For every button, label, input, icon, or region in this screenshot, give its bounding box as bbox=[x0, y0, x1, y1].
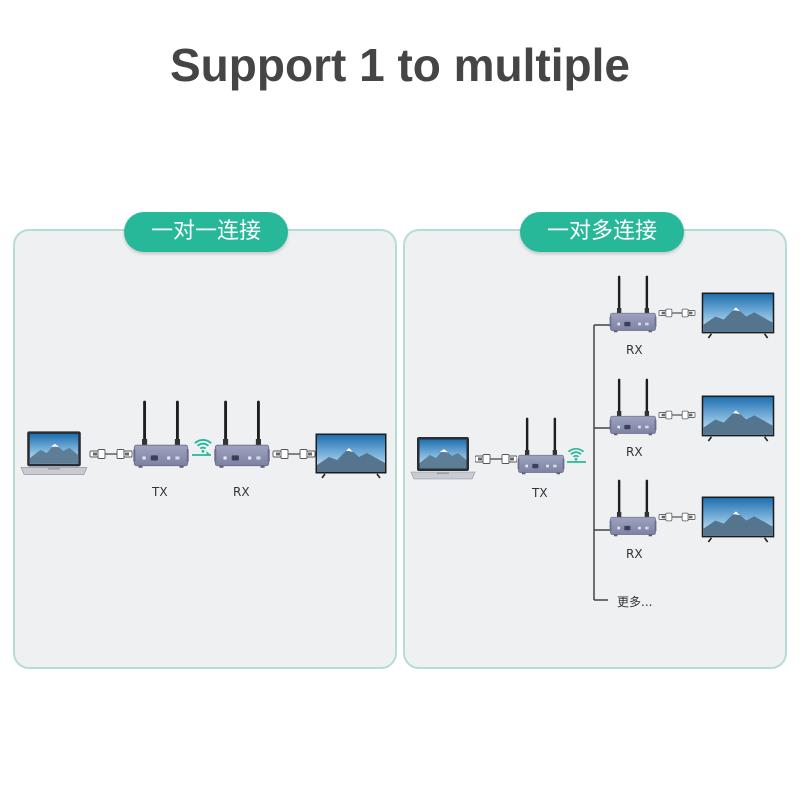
laptop-source bbox=[410, 436, 476, 480]
rx-receiver-device bbox=[608, 378, 775, 442]
wifi-signal-icon bbox=[192, 439, 213, 456]
laptop-source bbox=[20, 430, 88, 476]
tx-transmitter-device bbox=[131, 400, 191, 470]
rx-label: RX bbox=[626, 343, 643, 357]
rx-label: RX bbox=[233, 485, 250, 499]
tx-label: TX bbox=[532, 486, 548, 500]
tv-display bbox=[315, 433, 387, 479]
rx-receiver-device bbox=[608, 479, 775, 543]
page-title: Support 1 to multiple bbox=[170, 39, 630, 91]
tx-label: TX bbox=[152, 485, 168, 499]
rx-label: RX bbox=[626, 445, 643, 459]
distribution-lines bbox=[593, 324, 612, 601]
rx-label: RX bbox=[626, 547, 643, 561]
tx-transmitter-device bbox=[516, 417, 566, 476]
wifi-signal-icon bbox=[567, 447, 586, 463]
one-to-one-badge: 一对一连接 bbox=[124, 212, 288, 252]
rx-receiver-device bbox=[608, 275, 775, 339]
hdmi-cable-icon bbox=[475, 453, 517, 465]
rx-receiver-device bbox=[212, 400, 272, 470]
hdmi-cable-icon bbox=[89, 448, 133, 460]
hdmi-cable-icon bbox=[272, 448, 316, 460]
one-to-many-badge: 一对多连接 bbox=[520, 212, 684, 252]
more-label: 更多... bbox=[617, 595, 653, 609]
